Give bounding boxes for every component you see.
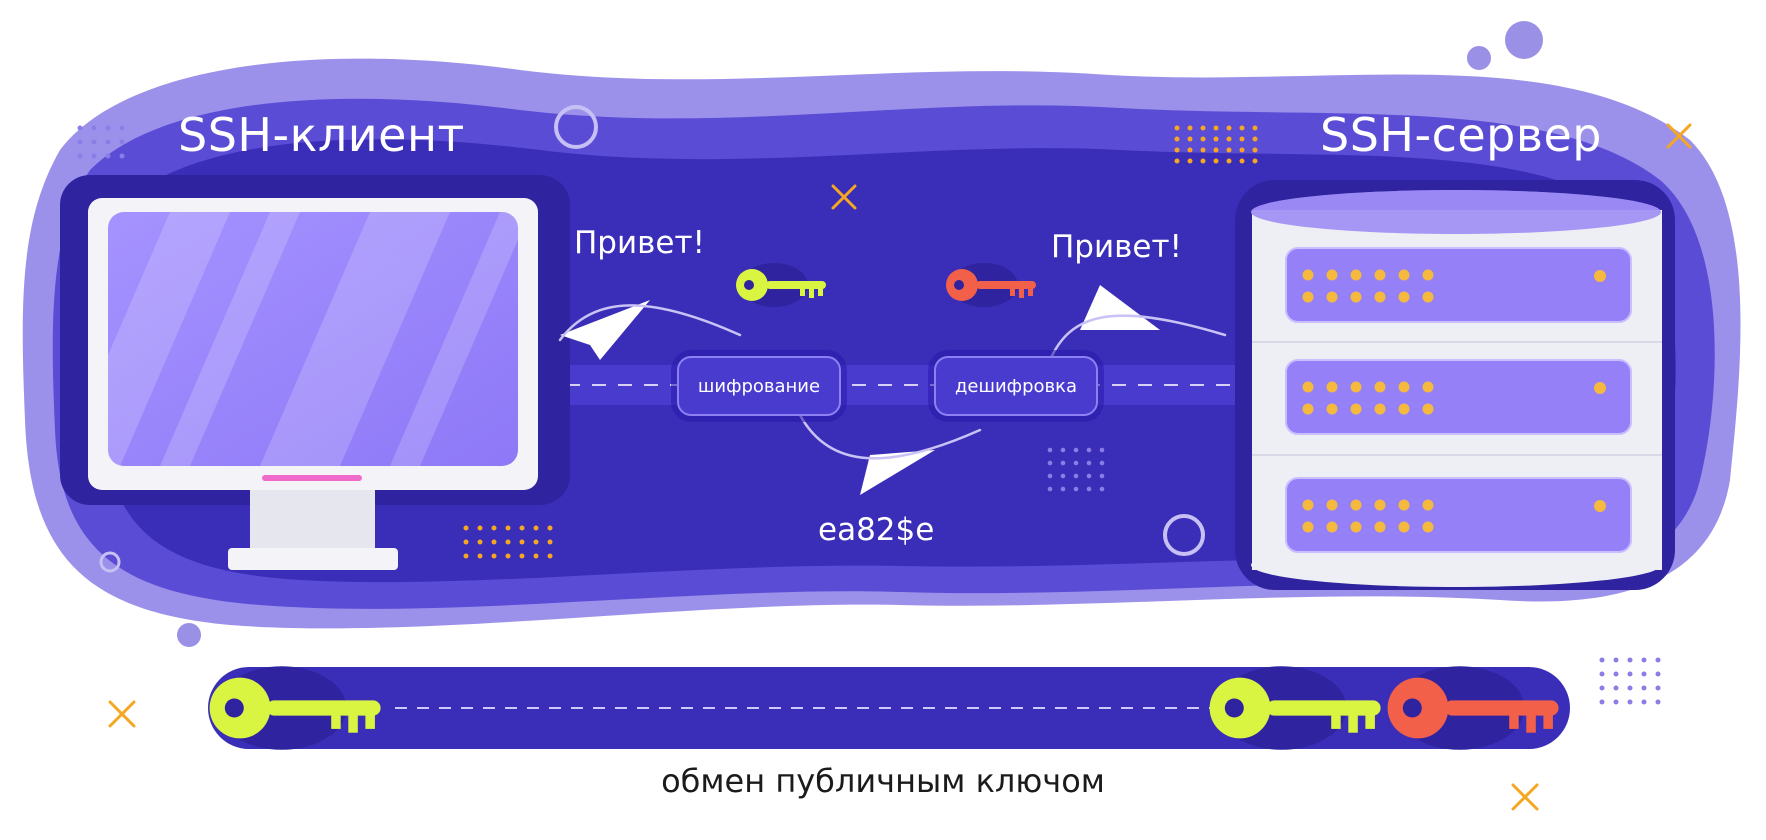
client-title: SSH-клиент [178, 108, 465, 162]
connection-tube [520, 365, 1270, 405]
key-icon [1209, 666, 1381, 750]
exchange-caption: обмен публичным ключом [661, 762, 1105, 800]
flow-arrows [558, 304, 1227, 460]
deco-circle [554, 105, 598, 149]
deco-circle [1467, 46, 1491, 70]
encrypt-step: шифрование [677, 356, 841, 416]
key-icon [209, 666, 381, 750]
ciphertext: ea82$e [818, 512, 935, 548]
deco-cross [108, 123, 1692, 811]
deco-circle [1505, 21, 1543, 59]
deco-circle [177, 623, 201, 647]
key-icon [946, 263, 1036, 307]
deco-dots-orange [463, 125, 1258, 559]
message-outgoing: Привет! [574, 225, 705, 261]
key-icon [1387, 666, 1559, 750]
client-monitor [60, 175, 570, 570]
deco-circle [99, 551, 121, 573]
decrypt-step: дешифровка [934, 356, 1098, 416]
deco-circle [1163, 514, 1205, 556]
deco-dots-violet [77, 125, 1661, 705]
server-database [1235, 180, 1675, 590]
key-icon [736, 263, 826, 307]
server-title: SSH-сервер [1320, 108, 1602, 162]
message-incoming: Привет! [1051, 229, 1182, 265]
